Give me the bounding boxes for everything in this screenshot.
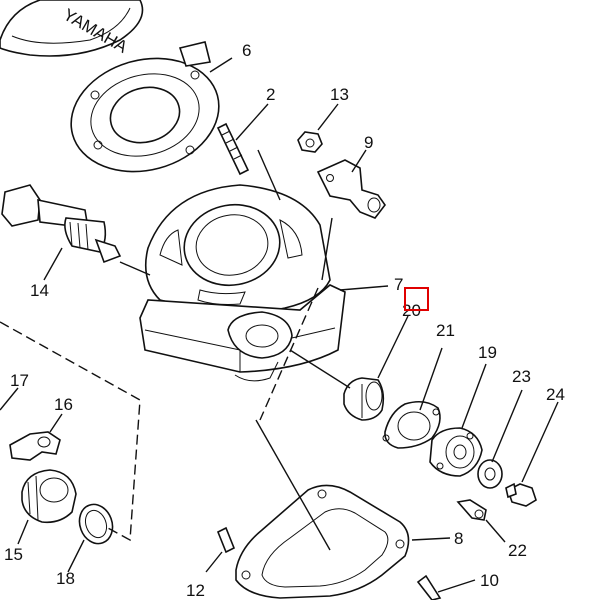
stud-lower-part — [416, 574, 442, 600]
label-6: 6 — [242, 41, 251, 60]
label-2: 2 — [266, 85, 275, 104]
label-17: 17 — [10, 371, 29, 390]
small-bolt-part — [456, 499, 487, 521]
label-21: 21 — [436, 321, 455, 340]
label-23: 23 — [512, 367, 531, 386]
water-outlet-part — [343, 377, 385, 421]
stud-small-part — [216, 526, 236, 554]
label-9: 9 — [364, 133, 373, 152]
outlet-gasket-part — [382, 400, 441, 449]
part-labels: 6 2 13 9 14 7 20 21 19 23 24 17 16 22 8 … — [4, 41, 565, 600]
washer-part — [477, 459, 503, 489]
label-18: 18 — [56, 569, 75, 588]
label-22: 22 — [508, 541, 527, 560]
label-15: 15 — [4, 545, 23, 564]
nut-part — [297, 131, 323, 153]
label-10: 10 — [480, 571, 499, 590]
stud-bolt-part — [216, 122, 250, 176]
cylinder-block-part — [139, 184, 346, 382]
head-gasket-part — [70, 41, 220, 173]
label-7: 7 — [394, 275, 403, 294]
cylinder-cover-part: YAMAHA — [0, 0, 144, 57]
label-14: 14 — [30, 281, 49, 300]
hose-joint-part — [21, 469, 77, 524]
pump-housing-part — [429, 427, 483, 477]
o-ring-part — [78, 503, 114, 545]
leader-lines — [0, 57, 559, 593]
bracket-part — [316, 159, 386, 219]
label-12: 12 — [186, 581, 205, 600]
bolt-part — [505, 482, 537, 507]
label-8: 8 — [454, 529, 463, 548]
hose-clamp-part — [9, 431, 61, 461]
label-19: 19 — [478, 343, 497, 362]
spark-plug-part — [1, 184, 122, 264]
selection-highlight-box — [404, 287, 429, 311]
base-gasket-part — [235, 484, 410, 599]
label-13: 13 — [330, 85, 349, 104]
label-24: 24 — [546, 385, 565, 404]
label-16: 16 — [54, 395, 73, 414]
